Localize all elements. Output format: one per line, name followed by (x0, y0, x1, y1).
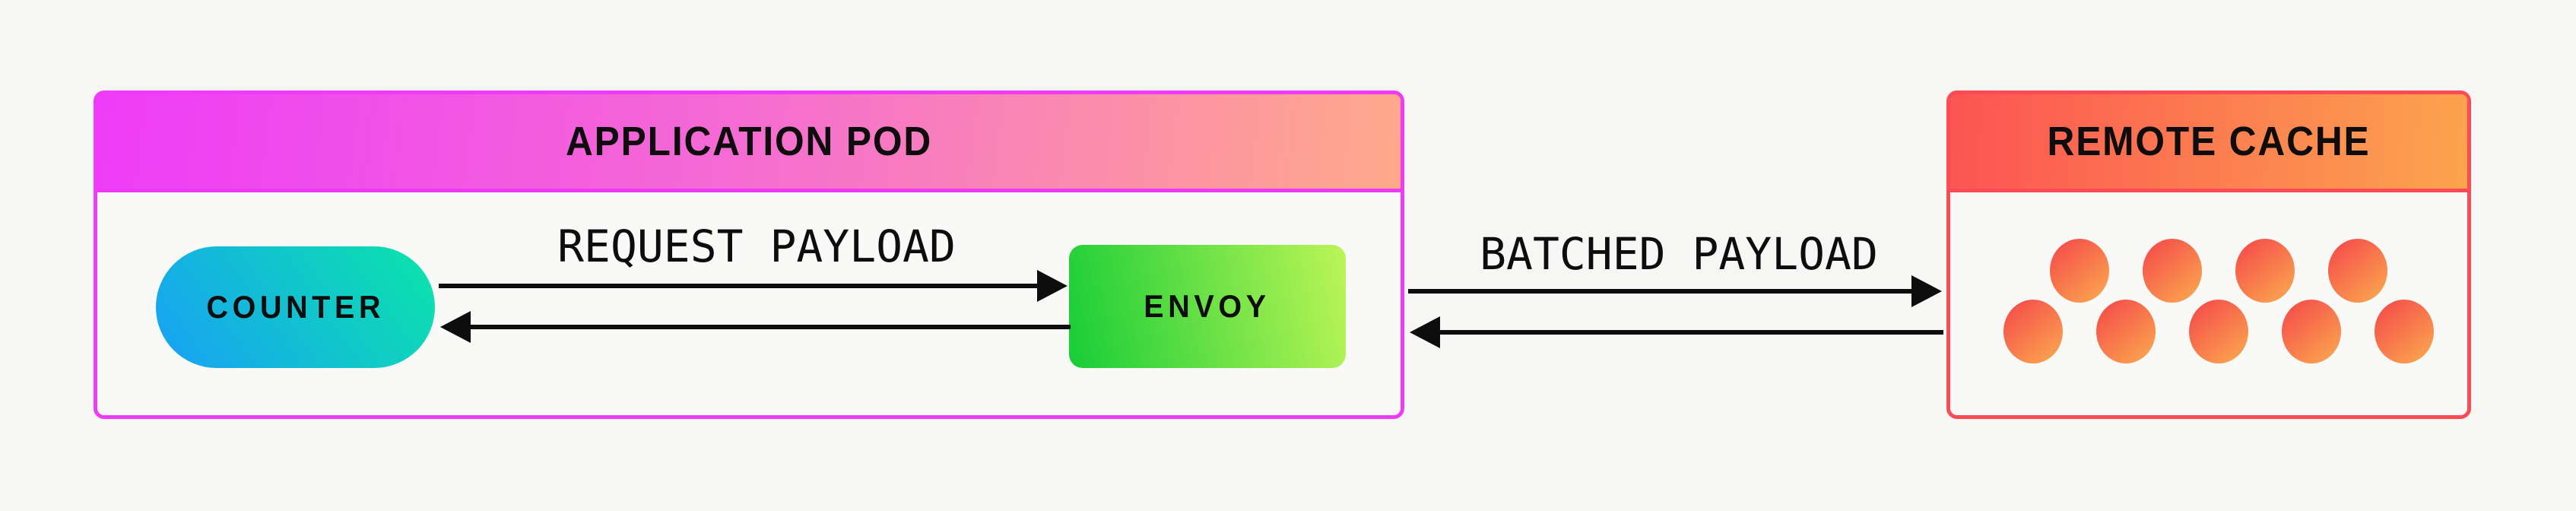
batched-arrow-forward (1408, 275, 1942, 307)
cache-object-circle (2143, 239, 2202, 303)
application-pod-body: COUNTER ENVOY (97, 192, 1401, 415)
cache-object-circle (2050, 239, 2109, 303)
remote-cache-title: REMOTE CACHE (2047, 119, 2371, 164)
batched-payload-label: BATCHED PAYLOAD (1480, 228, 1878, 280)
counter-label: COUNTER (206, 289, 385, 325)
cache-object-circle (2003, 300, 2063, 363)
cache-object-circle (2235, 239, 2295, 303)
request-payload-label: REQUEST PAYLOAD (557, 221, 956, 272)
application-pod-header: APPLICATION POD (97, 94, 1401, 192)
cache-object-circle (2375, 300, 2434, 363)
application-pod-title: APPLICATION POD (565, 119, 933, 164)
cache-object-circle (2189, 300, 2248, 363)
remote-cache-body (1950, 192, 2467, 415)
envoy-label: ENVOY (1144, 288, 1271, 324)
batched-arrow-return (1410, 316, 1943, 348)
cache-object-circle (2328, 239, 2387, 303)
counter-node: COUNTER (156, 246, 435, 368)
cache-object-circle (2096, 300, 2156, 363)
application-pod-box: APPLICATION POD COUNTER ENVOY (94, 90, 1404, 419)
envoy-node: ENVOY (1069, 245, 1346, 368)
remote-cache-header: REMOTE CACHE (1950, 94, 2467, 192)
cache-object-circle (2282, 300, 2341, 363)
remote-cache-box: REMOTE CACHE (1946, 90, 2471, 419)
